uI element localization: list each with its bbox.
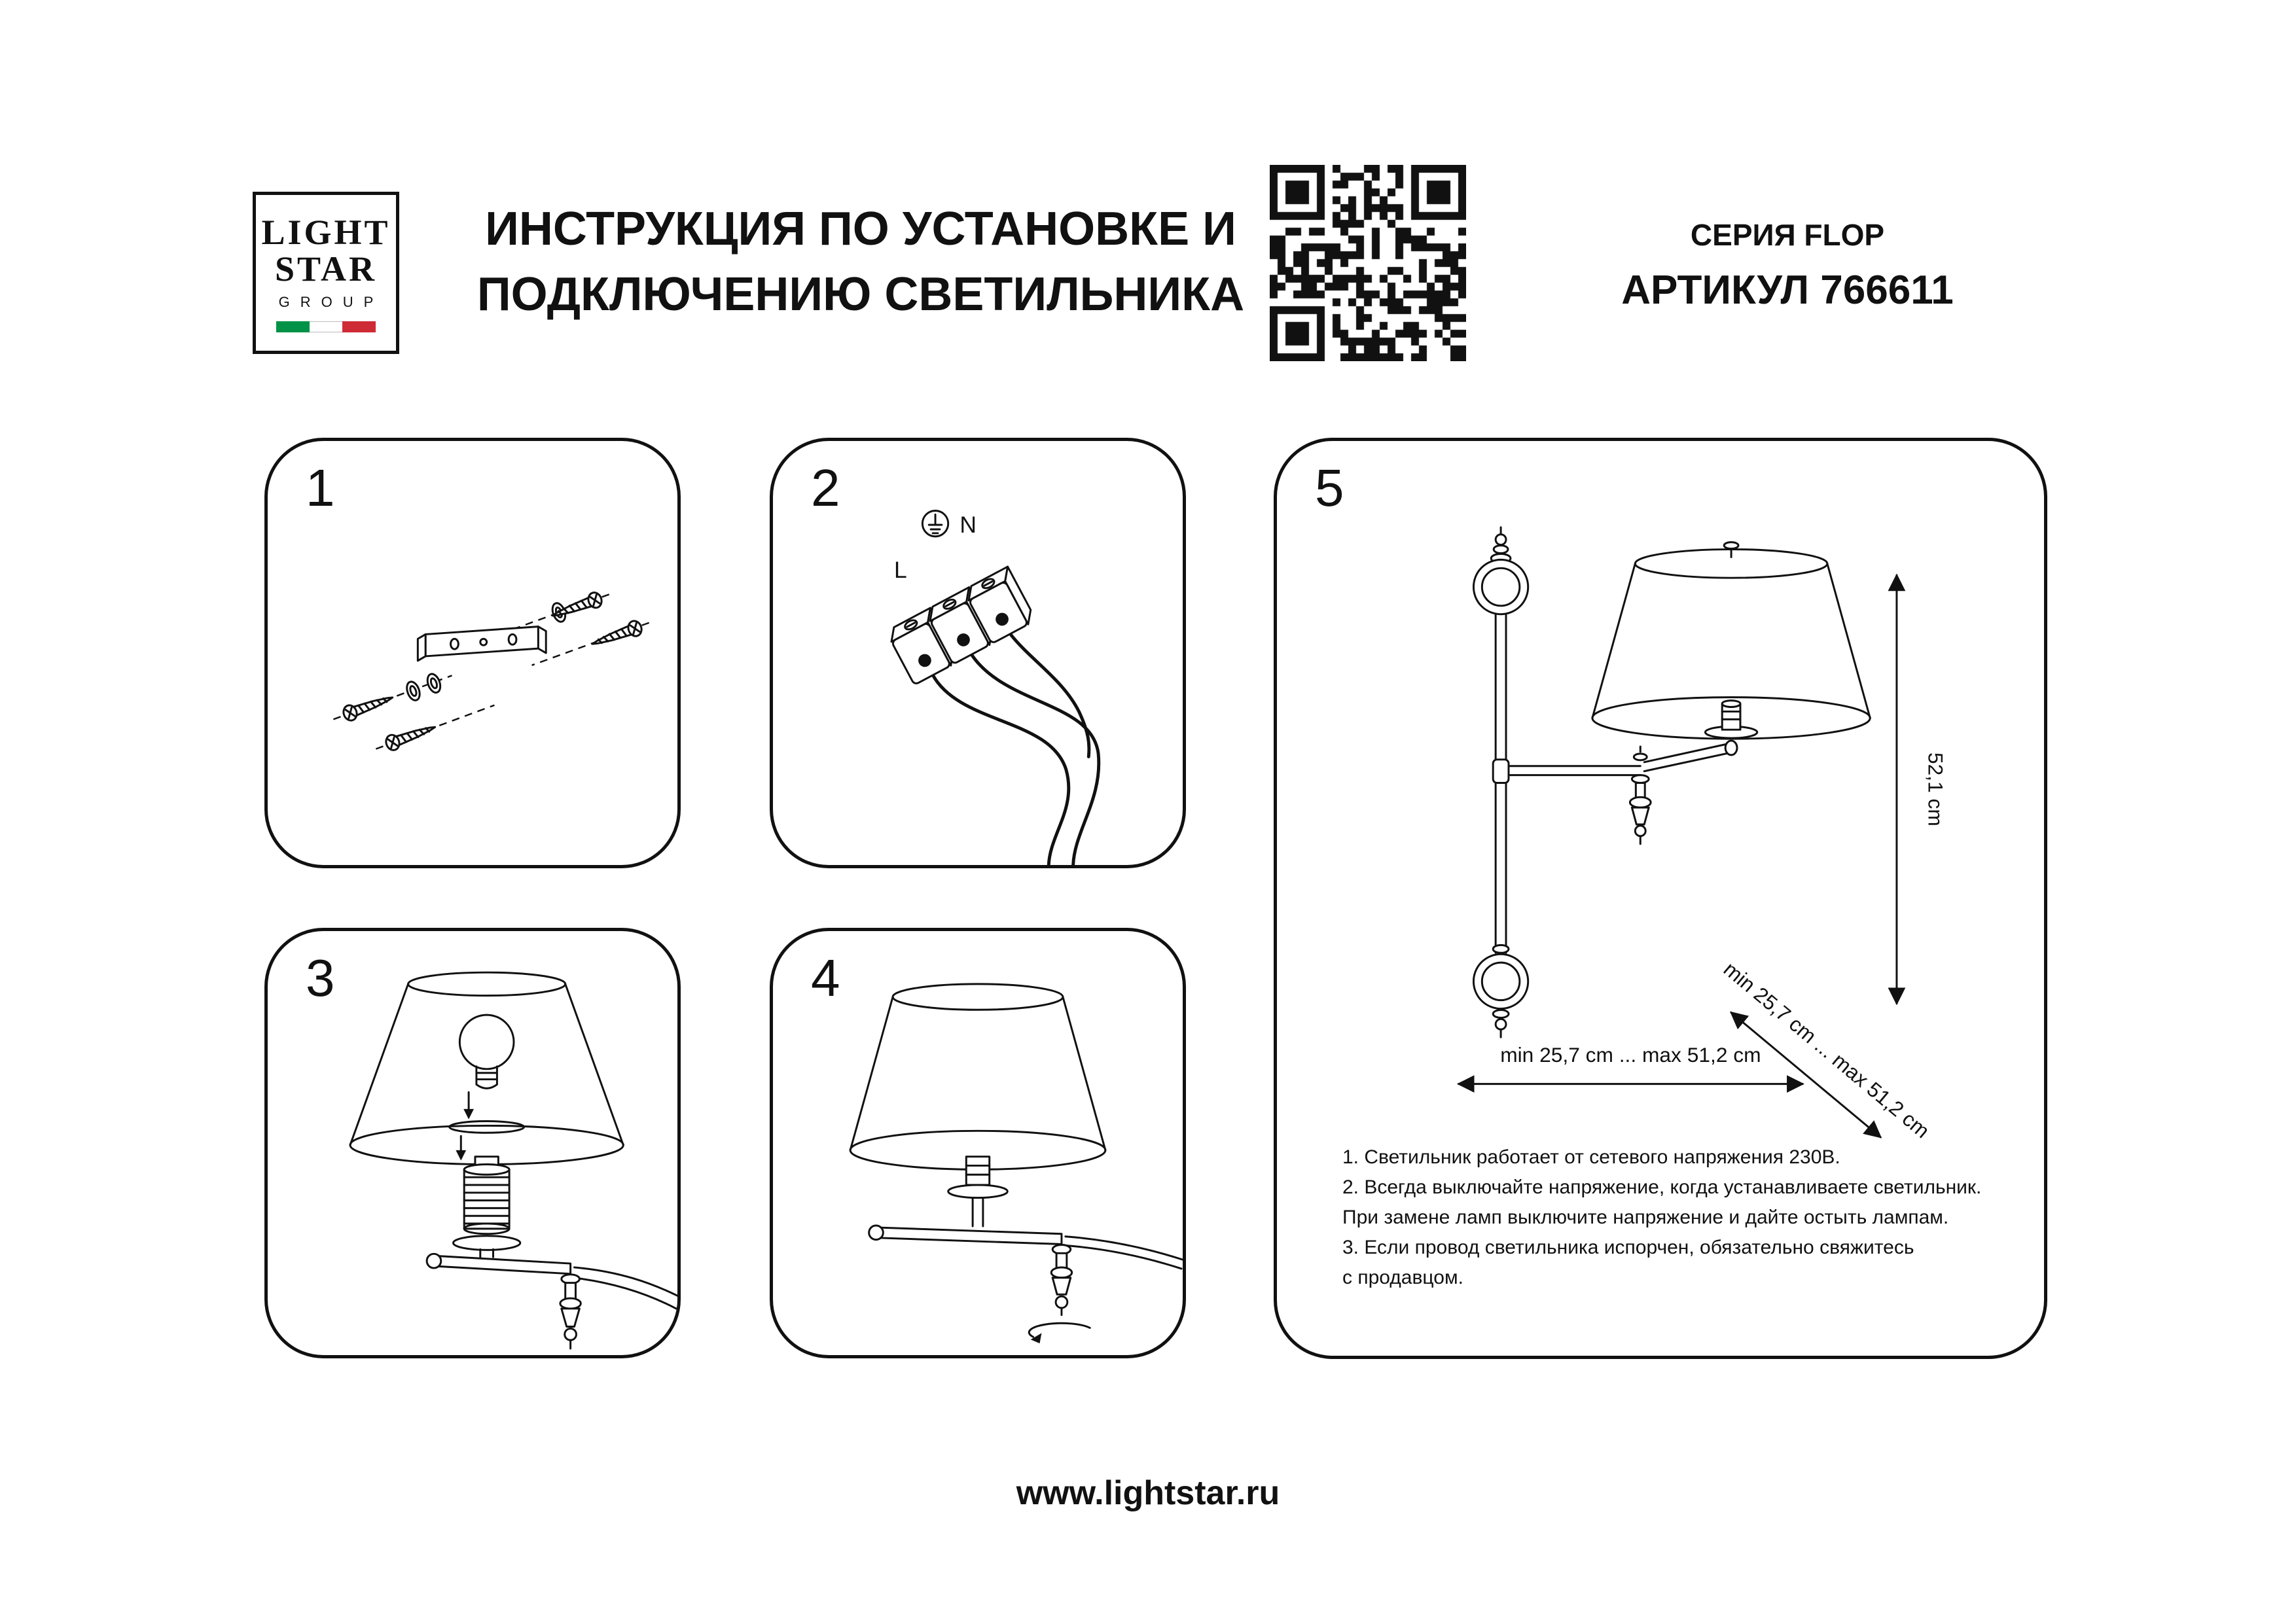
step-number: 2 [811, 459, 840, 517]
mounting-bracket [416, 626, 547, 662]
terminal-block-drawing: N L [885, 509, 1101, 865]
article-label: АРТИКУЛ 766611 [1621, 268, 1954, 313]
terminal-block [885, 565, 1037, 686]
page-title: ИНСТРУКЦИЯ ПО УСТАНОВКЕ И ПОДКЛЮЧЕНИЮ СВ… [419, 196, 1302, 327]
swing-arm [1507, 739, 1738, 777]
washer-icon [403, 679, 423, 703]
note-line: 1. Светильник работает от сетевого напря… [1342, 1146, 1840, 1168]
screw-icon [340, 689, 397, 724]
assembled-lamp-drawing [849, 983, 1183, 1344]
logo-group-text: GROUP [278, 293, 384, 310]
finial [559, 1273, 582, 1350]
shade-bulb-drawing [349, 971, 677, 1350]
dim-diagonal-arrow [1730, 1011, 1882, 1139]
lightstar-logo: LIGHT STAR GROUP [253, 192, 399, 354]
lamp-socket [452, 1156, 522, 1258]
panel-step-3: 3 [264, 928, 681, 1358]
flag-green [276, 321, 310, 332]
terminal-l-label: L [894, 557, 907, 583]
panel-step-5: 52,1 cm min 25,7 cm ... max 51,2 cm min … [1274, 438, 2047, 1359]
wall-mount-top [1472, 558, 1530, 616]
finial [1050, 1244, 1073, 1316]
swing-arm [868, 1224, 1183, 1270]
washer-icon [424, 671, 444, 696]
logo-star-text: STAR [274, 249, 378, 289]
step-number: 3 [306, 949, 335, 1007]
page-title-line-1: ИНСТРУКЦИЯ ПО УСТАНОВКЕ И [485, 203, 1236, 255]
note-line: с продавцом. [1342, 1267, 1463, 1288]
flag-red [342, 321, 376, 332]
note-line: 2. Всегда выключайте напряжение, когда у… [1342, 1176, 1982, 1198]
wall-bar [1490, 526, 1512, 954]
step-number: 4 [811, 949, 840, 1007]
panel-step-4: 4 [770, 928, 1186, 1358]
lamp-socket [1704, 699, 1759, 739]
dim-horizontal-label: min 25,7 cm ... max 51,2 cm [1500, 1043, 1761, 1067]
note-line: При замене ламп выключите напряжение и д… [1342, 1207, 1949, 1228]
down-arrow-icon [456, 1135, 467, 1161]
flag-white [309, 321, 343, 332]
step-number: 1 [306, 459, 335, 517]
rotation-arrow-icon [1028, 1322, 1091, 1344]
lampshade [849, 983, 1107, 1171]
panel-step-2: N L 2 [770, 438, 1186, 868]
bracket-screws-drawing [332, 590, 650, 753]
logo-light-text: LIGHT [261, 212, 391, 252]
dim-vertical-label: 52,1 cm [1924, 752, 1948, 826]
wall-mount-bottom [1472, 953, 1530, 1038]
qr-code [1270, 165, 1466, 361]
screw-icon [588, 618, 645, 652]
page-title-line-2: ПОДКЛЮЧЕНИЮ СВЕТИЛЬНИКА [476, 268, 1245, 321]
website-text: www.lightstar.ru [1016, 1474, 1280, 1512]
step-number: 5 [1315, 459, 1344, 517]
shade-ring [448, 1120, 526, 1134]
product-info: СЕРИЯ FLOP АРТИКУЛ 766611 [1526, 217, 2049, 313]
terminal-n-label: N [960, 512, 977, 538]
wires [931, 632, 1101, 865]
earth-ground-icon [921, 509, 950, 538]
wall-lamp-dimensions-drawing: 52,1 cm min 25,7 cm ... max 51,2 cm min … [1456, 526, 1948, 1142]
lampshade [349, 971, 624, 1165]
installation-notes: 1. Светильник работает от сетевого напря… [1342, 1142, 2023, 1293]
lamp-socket [947, 1156, 1009, 1227]
logo-italy-flag [276, 321, 376, 332]
note-line: 3. Если провод светильника испорчен, обя… [1342, 1237, 1914, 1258]
lampshade [1591, 541, 1871, 740]
finial [1628, 745, 1652, 845]
screw-icon [383, 718, 439, 753]
swing-arm [425, 1252, 677, 1310]
panel-step-1: 1 [264, 438, 681, 868]
light-bulb-icon [458, 1014, 515, 1089]
down-arrow-icon [463, 1091, 474, 1120]
series-label: СЕРИЯ FLOP [1690, 218, 1885, 252]
